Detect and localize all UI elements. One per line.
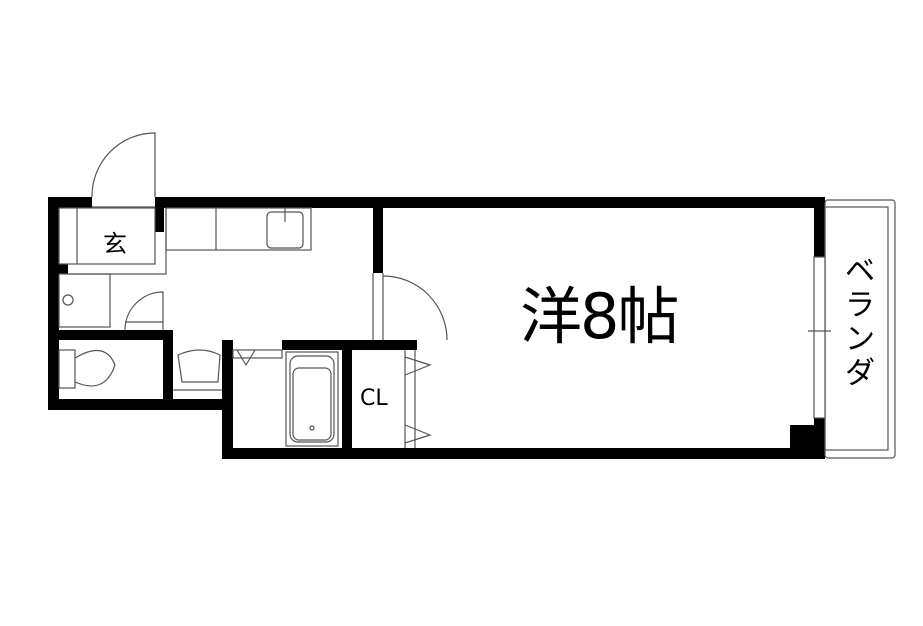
room-label-main-room: 洋8帖 <box>520 280 679 353</box>
walls <box>48 197 825 459</box>
thin-lines <box>58 132 896 459</box>
room-label-entrance: 玄 <box>103 230 127 258</box>
room-label-closet: CL <box>360 386 388 411</box>
room-label-veranda: ベランダ <box>845 254 875 391</box>
